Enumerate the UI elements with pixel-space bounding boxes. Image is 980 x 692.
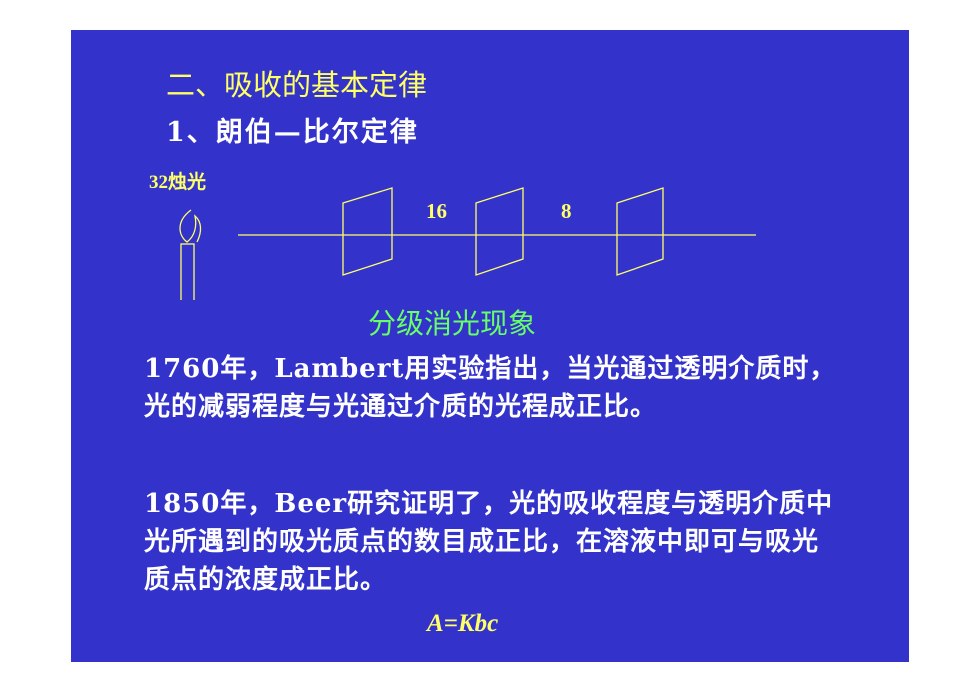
slide-subheading: 1、朗伯—比尔定律 (166, 117, 419, 148)
candle-icon (179, 209, 202, 300)
intensity-16-label: 16 (426, 199, 447, 223)
light-intensity-label: 32烛光 (149, 170, 206, 193)
beer-lambert-formula: A=Kbc (427, 610, 499, 637)
absorber-cell-2 (475, 187, 524, 276)
diagram-caption: 分级消光现象 (368, 307, 537, 340)
lambert-paragraph: 1760年，Lambert用实验指出，当光通过透明介质时，光的减弱程度与光通过介… (144, 354, 837, 422)
slide-heading: 二、吸收的基本定律 (166, 68, 428, 102)
absorber-cell-1 (342, 187, 393, 276)
beer-paragraph: 1850年，Beer研究证明了，光的吸收程度与透明介质中光所遇到的吸光质点的数目… (144, 489, 834, 595)
intensity-8-label: 8 (561, 199, 572, 223)
slide: 二、吸收的基本定律 1、朗伯—比尔定律 32烛光 16 8 分级消光现象 176… (71, 30, 909, 662)
absorber-cell-3 (616, 187, 664, 276)
absorption-diagram: 32烛光 16 8 (149, 170, 756, 300)
